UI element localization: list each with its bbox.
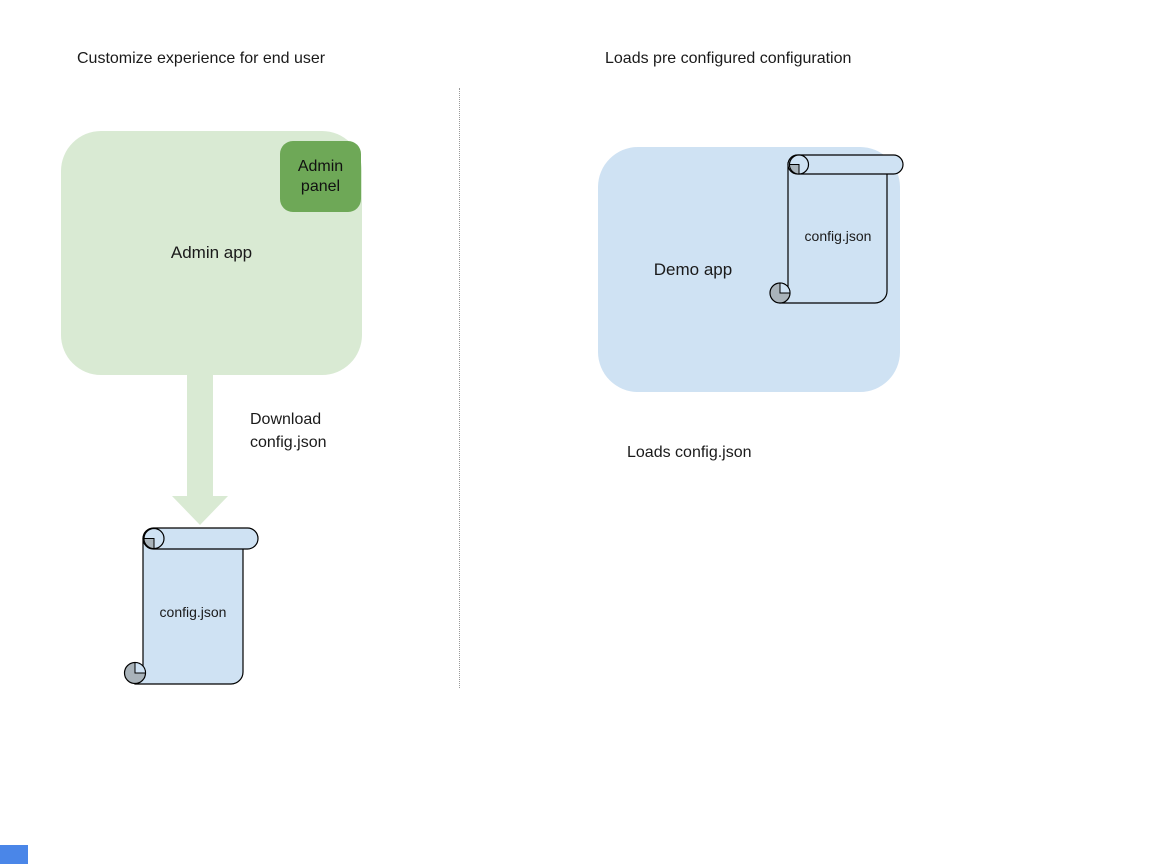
admin-app-label: Admin app [170, 243, 253, 262]
scroll-top-curl-shade [143, 538, 155, 550]
scroll-top-roll [787, 154, 904, 175]
right-section-title: Loads pre configured configuration [605, 50, 852, 67]
left-section-title: Customize experience for end user [77, 50, 326, 67]
config-scroll-right: config.json [765, 150, 905, 312]
loads-config-caption: Loads config.json [627, 444, 752, 461]
scroll-top-curl-shade [788, 164, 800, 175]
scroll-bottom-curl-notch [779, 282, 791, 294]
admin-panel-badge: Admin panel [280, 141, 361, 212]
section-divider [459, 88, 460, 688]
scroll-shape-icon [769, 154, 904, 304]
scroll-shape-icon [123, 527, 259, 685]
corner-blue-square [0, 845, 28, 864]
config-scroll-left: config.json [120, 526, 260, 688]
download-arrow-label: Download config.json [250, 411, 327, 451]
download-arrow-icon [172, 375, 228, 525]
admin-panel-label: Admin panel [297, 157, 344, 195]
config-file-label: config.json [159, 604, 227, 620]
scroll-top-roll [142, 527, 259, 550]
demo-app-label: Demo app [653, 259, 733, 279]
scroll-bottom-curl-notch [134, 661, 147, 674]
demo-app-box [598, 147, 900, 392]
admin-app-box: Admin panel Admin app [61, 131, 362, 375]
config-file-label: config.json [804, 228, 872, 244]
